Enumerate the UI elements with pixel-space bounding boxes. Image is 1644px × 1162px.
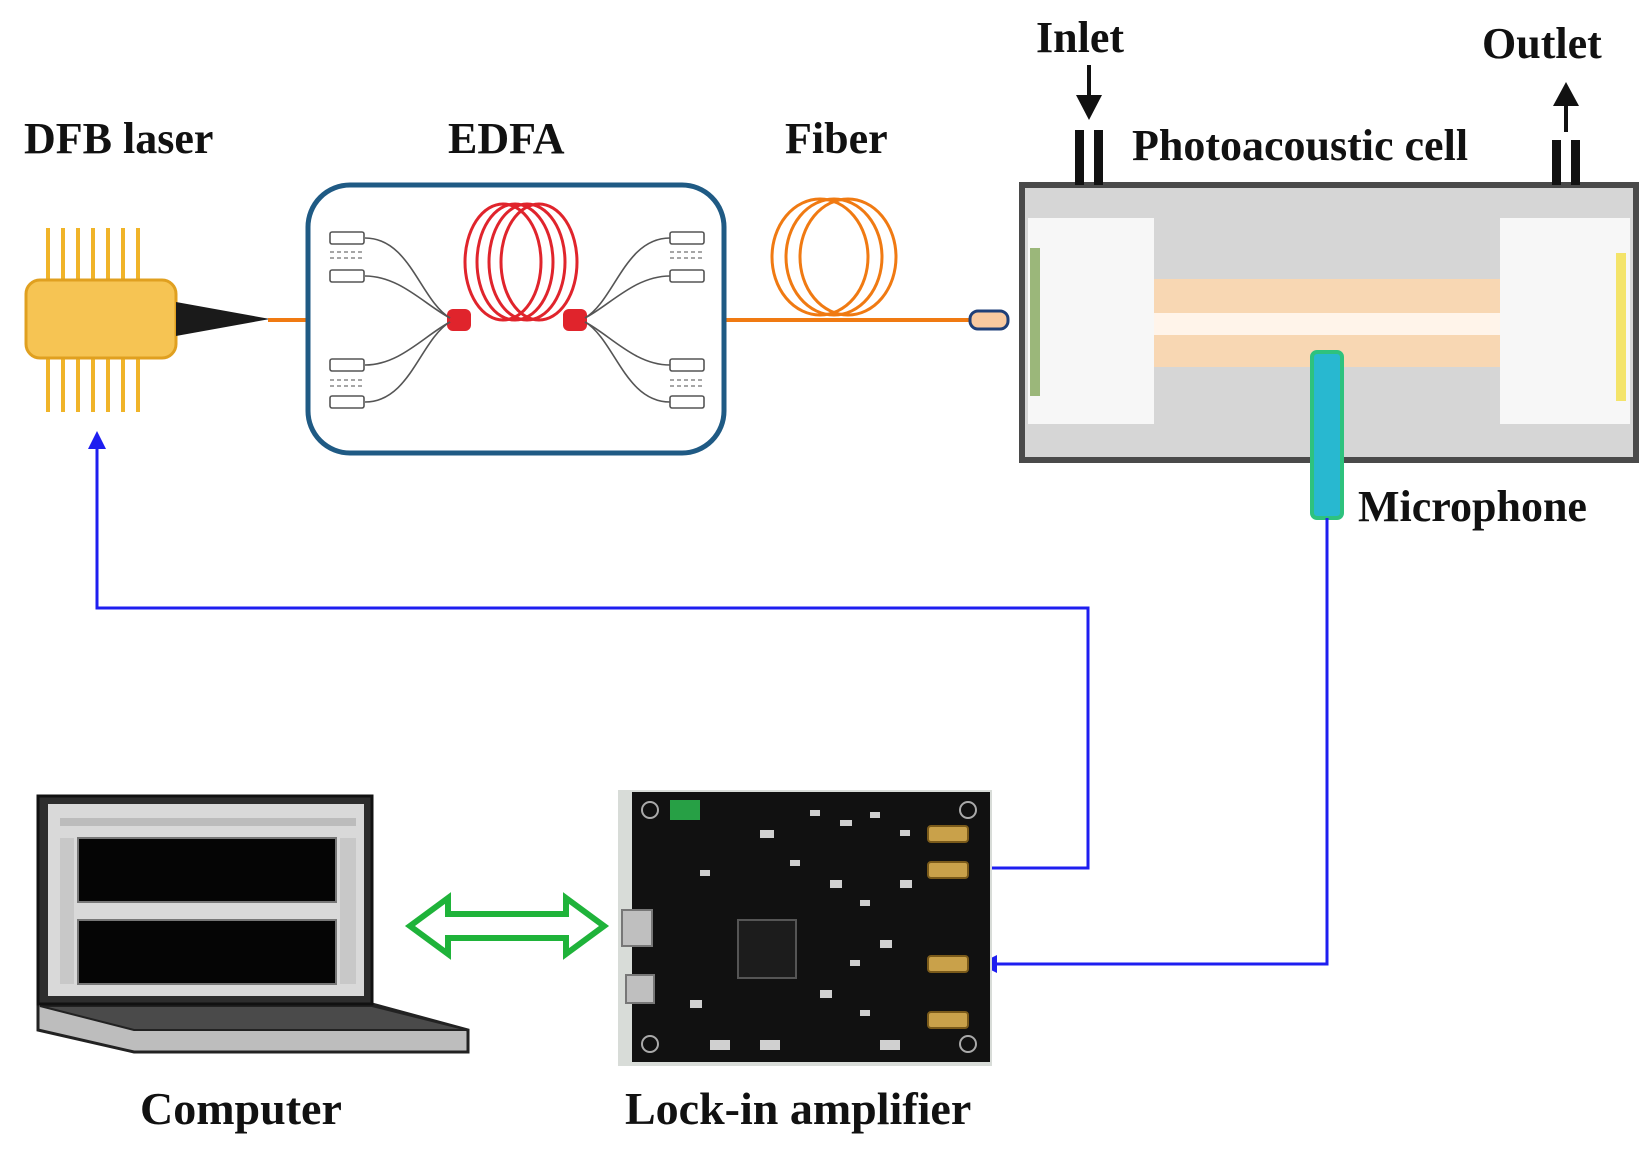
fiber-coil-icon xyxy=(770,197,898,317)
screen-plot-bottom xyxy=(77,919,337,985)
cell-right-window xyxy=(1500,218,1630,424)
edfa-icon xyxy=(305,182,727,456)
microphone-icon xyxy=(1310,350,1344,520)
edfa-connector-dashes xyxy=(330,251,704,387)
laser-body xyxy=(24,278,178,360)
cell-right-optic xyxy=(1616,253,1626,401)
inlet-arrow-icon xyxy=(1076,65,1102,120)
beam-center xyxy=(1154,313,1500,335)
laser-pins xyxy=(46,228,140,412)
outlet-tube xyxy=(1552,140,1561,185)
edfa-coil-icon xyxy=(463,202,579,322)
lock-in-amplifier-icon xyxy=(618,790,992,1066)
fiber-label: Fiber xyxy=(785,114,888,163)
photoacoustic-cell-icon xyxy=(1019,65,1639,463)
pcb-mount-holes xyxy=(641,801,977,1053)
beam-upper xyxy=(1154,279,1500,313)
dfb-laser-icon xyxy=(24,228,270,412)
microphone-signal-line xyxy=(979,518,1329,973)
outlet-tube-2 xyxy=(1571,140,1580,185)
dfb-laser-label: DFB laser xyxy=(24,114,214,163)
cell-left-window xyxy=(1028,218,1154,424)
inlet-tube xyxy=(1075,130,1084,185)
outlet-arrow-icon xyxy=(1553,82,1579,132)
microphone-label: Microphone xyxy=(1358,482,1587,531)
outlet-label: Outlet xyxy=(1482,19,1602,68)
photoacoustic-cell-label: Photoacoustic cell xyxy=(1132,121,1469,170)
computer-label: Computer xyxy=(140,1083,342,1134)
pcb-usb-port-2 xyxy=(625,974,655,1004)
pcb-usb-port xyxy=(621,909,653,947)
lock-in-amplifier-label: Lock-in amplifier xyxy=(625,1083,972,1134)
collimator-icon xyxy=(968,309,1010,331)
data-link-arrow-icon xyxy=(404,892,610,960)
pcb-components xyxy=(690,810,912,1050)
pcb-green-block xyxy=(670,800,700,820)
edfa-coupler-left xyxy=(447,309,471,331)
screen-plot-top xyxy=(77,837,337,903)
laser-output-taper xyxy=(176,302,270,336)
pcb-sma-connectors xyxy=(927,825,969,1029)
edfa-coupler-right xyxy=(563,309,587,331)
inlet-label: Inlet xyxy=(1036,13,1124,62)
inlet-tube-2 xyxy=(1094,130,1103,185)
modulation-signal-line xyxy=(88,431,1090,870)
edfa-connectors xyxy=(329,231,705,409)
computer-icon xyxy=(36,794,470,1054)
edfa-label: EDFA xyxy=(448,114,565,163)
pcb-main-chip xyxy=(737,919,797,979)
cell-left-optic xyxy=(1030,248,1040,396)
edfa-pigtails xyxy=(364,237,671,403)
